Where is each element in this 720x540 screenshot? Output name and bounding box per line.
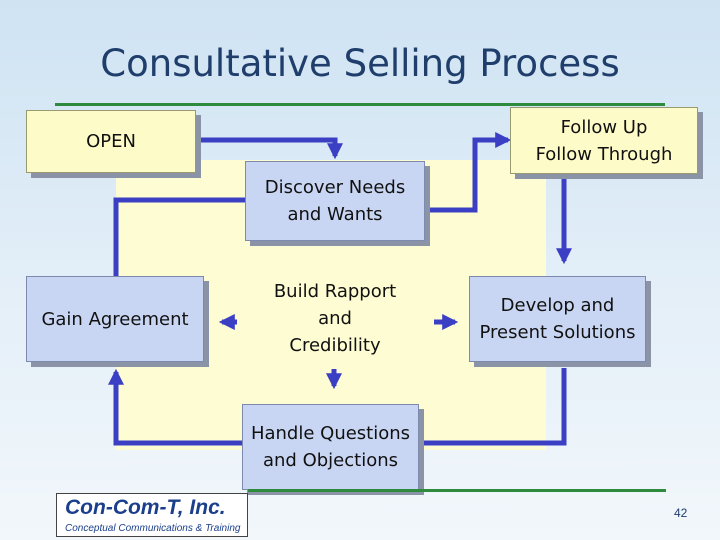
title-underline	[55, 103, 665, 106]
company-logo: Con-Com-T, Inc. Conceptual Communication…	[56, 493, 248, 537]
node-gain-agreement-label: Gain Agreement	[41, 308, 189, 330]
arrow-handle-to-gain	[107, 368, 242, 446]
node-develop-solutions-label: Develop and Present Solutions	[479, 295, 636, 343]
footer-rule	[248, 489, 666, 492]
node-open: OPEN	[26, 110, 196, 173]
arrow-open-to-discover	[197, 137, 344, 160]
node-follow-up: Follow Up Follow Through	[510, 107, 698, 174]
logo-tagline: Conceptual Communications & Training	[65, 523, 241, 534]
node-handle-questions: Handle Questions and Objections	[242, 404, 419, 490]
node-build-rapport: Build Rapport and Credibility	[240, 272, 430, 364]
arrow-gain-to-open	[113, 197, 245, 276]
node-discover-needs-label: Discover Needs and Wants	[264, 177, 406, 225]
node-follow-up-label: Follow Up Follow Through	[535, 116, 673, 165]
arrow-develop-to-handle	[424, 368, 567, 446]
node-handle-questions-label: Handle Questions and Objections	[250, 423, 411, 471]
node-build-rapport-label: Build Rapport and Credibility	[273, 280, 397, 356]
slide-title: Consultative Selling Process	[100, 42, 620, 85]
page-number: 42	[674, 506, 688, 520]
node-develop-solutions: Develop and Present Solutions	[469, 276, 646, 362]
logo-name: Con-Com-T, Inc.	[65, 496, 226, 519]
node-open-label: OPEN	[86, 131, 136, 152]
arrow-discover-to-followup	[426, 131, 512, 213]
node-discover-needs: Discover Needs and Wants	[245, 161, 425, 241]
node-gain-agreement: Gain Agreement	[26, 276, 204, 362]
